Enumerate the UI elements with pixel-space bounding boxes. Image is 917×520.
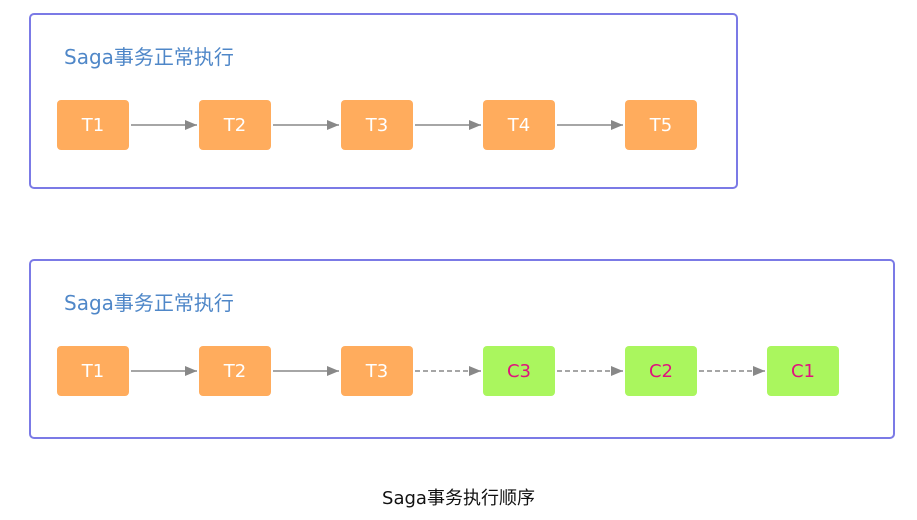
node-t1: T1 [57, 346, 129, 396]
panel-title: Saga事务正常执行 [64, 291, 234, 315]
node-t2: T2 [199, 100, 271, 150]
compensation-execution-panel: Saga事务正常执行 T1 T2 T3 C3 C2 C1 [29, 259, 895, 439]
normal-execution-panel: Saga事务正常执行 T1 T2 T3 T4 T5 [29, 13, 738, 189]
edges-layer [131, 366, 765, 376]
node-t3: T3 [341, 346, 413, 396]
node-c2: C2 [625, 346, 697, 396]
panel-title: Saga事务正常执行 [64, 45, 234, 69]
node-t2: T2 [199, 346, 271, 396]
node-t4: T4 [483, 100, 555, 150]
node-t5: T5 [625, 100, 697, 150]
node-c3: C3 [483, 346, 555, 396]
edges-layer [131, 120, 623, 130]
diagram-caption: Saga事务执行顺序 [382, 488, 535, 509]
node-t3: T3 [341, 100, 413, 150]
node-t1: T1 [57, 100, 129, 150]
node-c1: C1 [767, 346, 839, 396]
